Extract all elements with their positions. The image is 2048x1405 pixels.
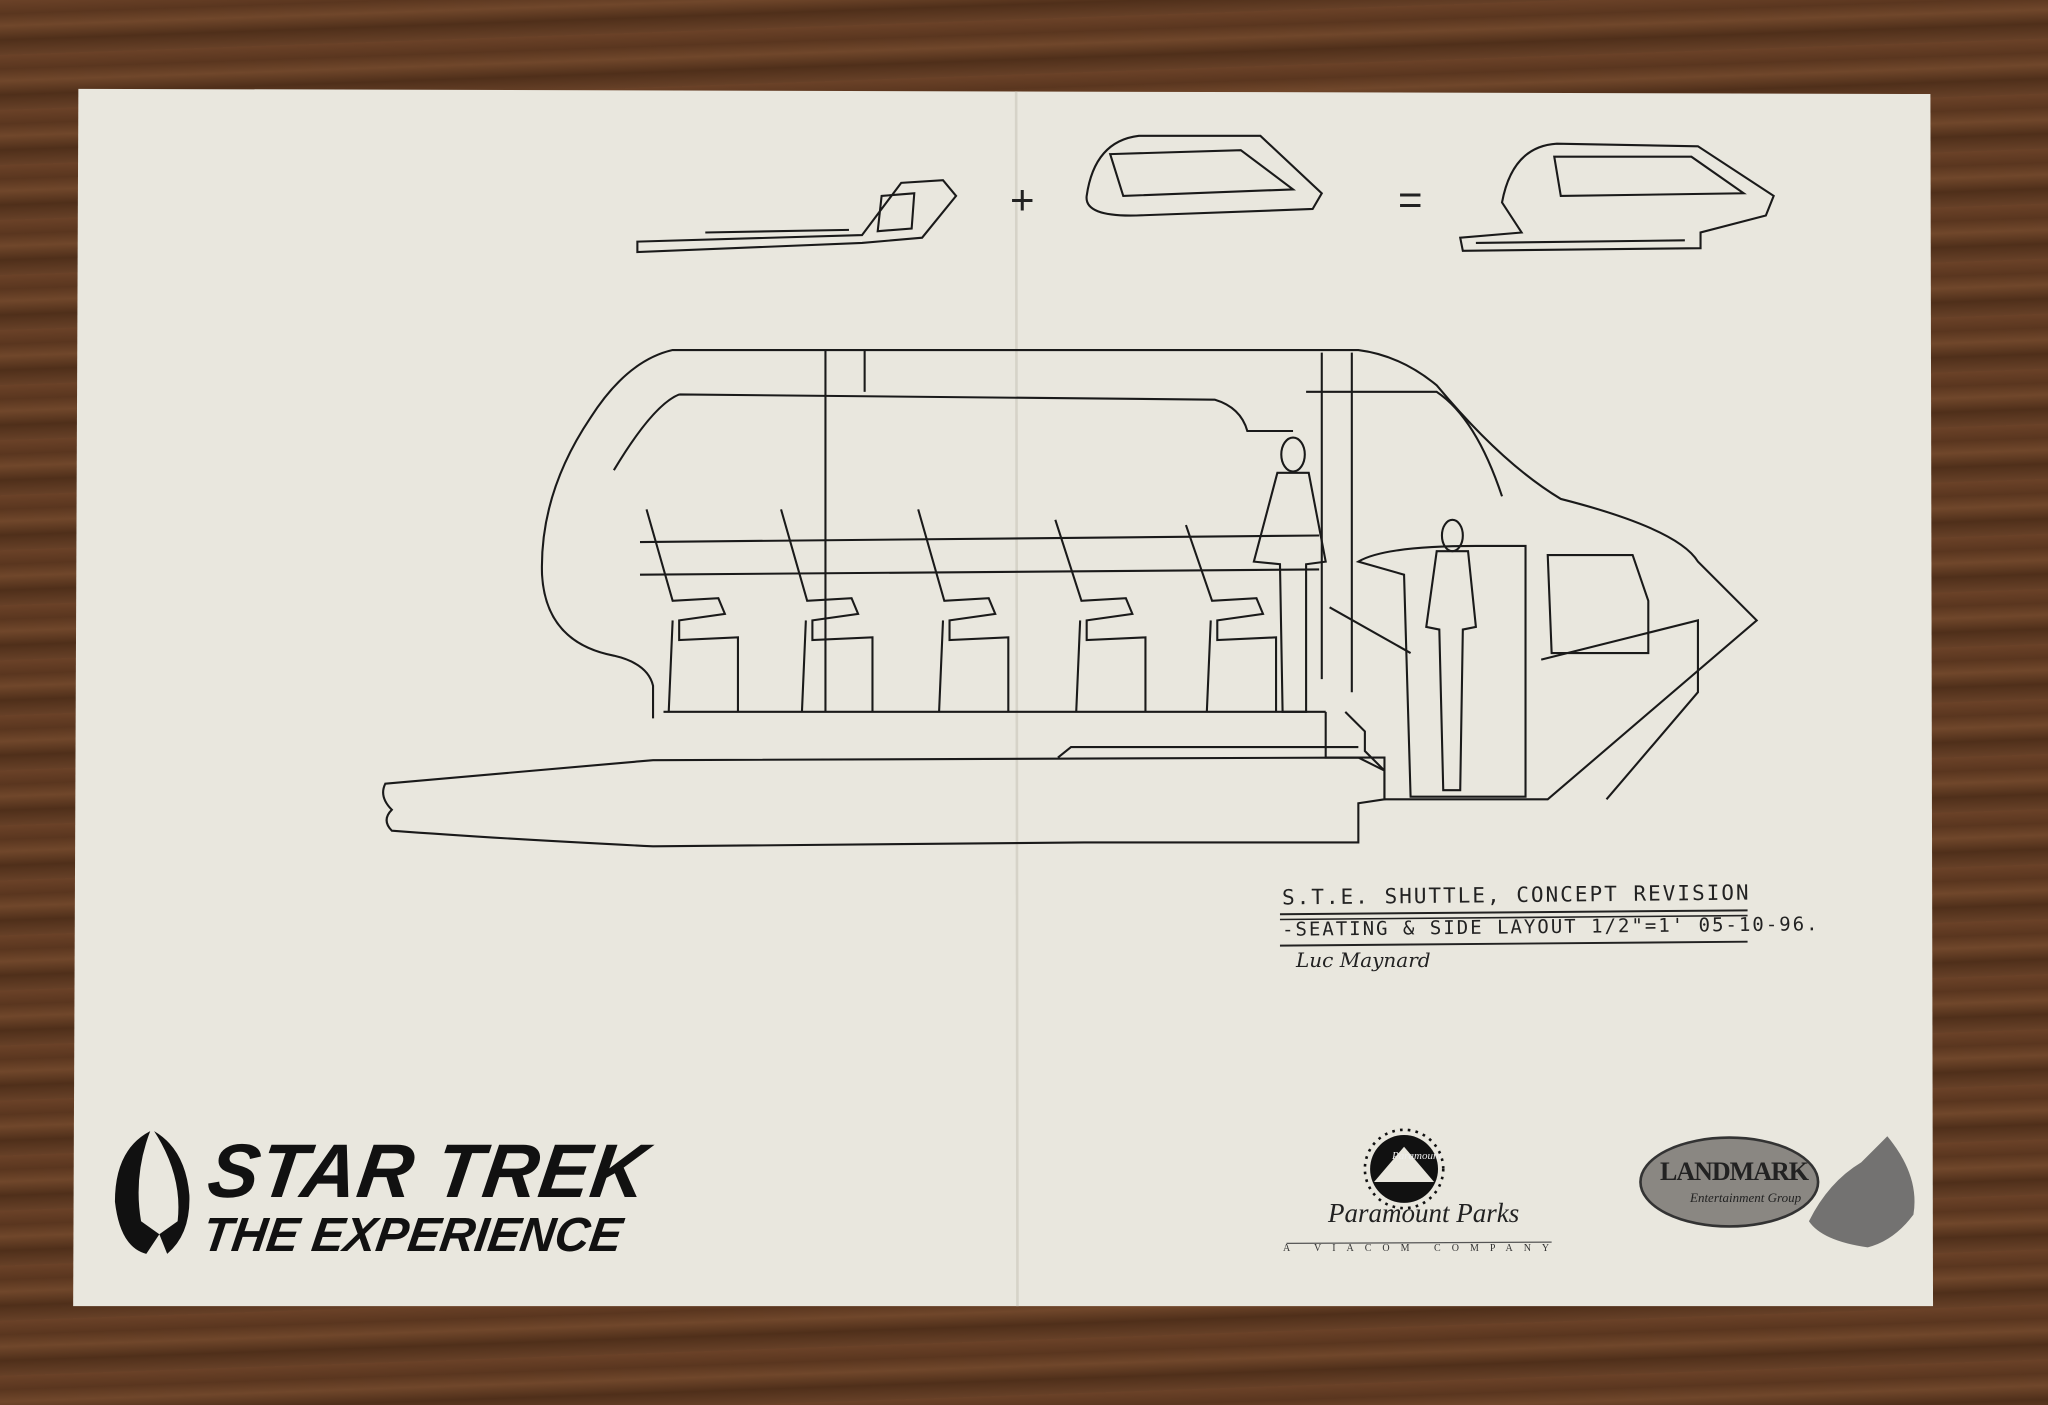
seat — [645, 509, 739, 712]
door-frame — [1355, 544, 1527, 798]
designer-signature: Luc Maynard — [1296, 948, 1431, 972]
cockpit-window — [1540, 554, 1699, 801]
shuttle-side-view — [382, 134, 1775, 848]
the-experience-logo-text: THE EXPERIENCE — [199, 1209, 626, 1262]
paramount-badge-text: Paramount — [1392, 1150, 1442, 1162]
shuttle-combined-small — [1458, 142, 1775, 252]
seat — [1184, 524, 1278, 712]
star-trek-logo-text: STAR TREK — [203, 1129, 654, 1214]
shuttle-cabin-small — [1085, 134, 1324, 217]
paper-sheet — [73, 88, 1934, 1307]
hull-outline — [540, 348, 1759, 801]
title-block-line1: S.T.E. SHUTTLE, CONCEPT REVISION — [1281, 880, 1751, 910]
sled-base — [382, 746, 1386, 848]
shuttle-module-small — [636, 179, 958, 254]
plus-sign: + — [1010, 176, 1035, 223]
seat — [917, 509, 1010, 712]
landmark-subtitle: Entertainment Group — [1690, 1190, 1802, 1205]
passenger-figures — [1252, 436, 1478, 792]
landmark-logo-text: LANDMARK — [1660, 1157, 1809, 1186]
viacom-tagline: A VIACOM COMPANY — [1283, 1243, 1561, 1254]
paper-fold — [1014, 91, 1019, 1307]
landmark-oval-logo — [1639, 1136, 1820, 1228]
seat — [1054, 519, 1147, 712]
seats — [645, 509, 1278, 712]
paramount-mountain-logo — [1286, 1128, 1552, 1245]
paramount-parks-text: Paramount Parks — [1328, 1198, 1520, 1228]
equals-sign: = — [1398, 176, 1423, 223]
star-trek-delta-icon — [114, 1131, 190, 1254]
seat — [780, 509, 874, 712]
cabin-ceiling — [612, 390, 1504, 497]
star-trek-delta-stamp-icon — [1808, 1136, 1915, 1248]
